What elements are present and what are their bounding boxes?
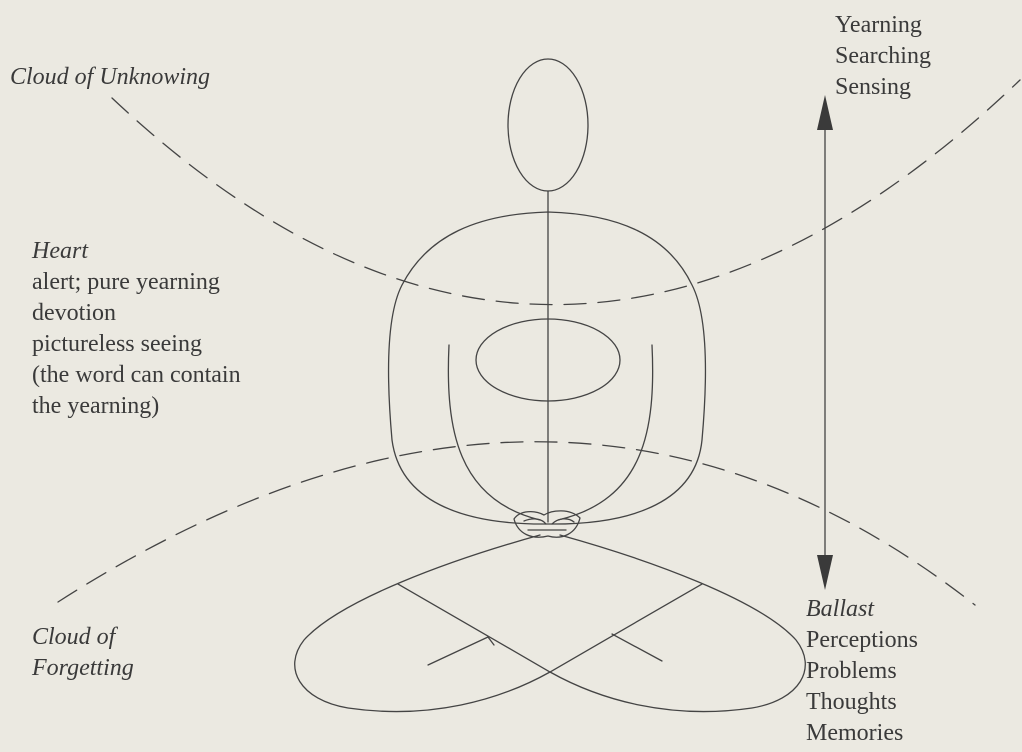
arrow-down-head [817,555,833,590]
ballast-title: Ballast [806,594,918,625]
heart-line: alert; pure yearning [32,267,241,298]
ballast-item: Thoughts [806,687,918,718]
upward-qualities-block: Yearning Searching Sensing [835,10,931,103]
heart-line: the yearning) [32,391,241,422]
left-foot [428,637,494,665]
legs-crossing [398,584,702,672]
torso-outline [389,212,706,524]
ballast-item: Perceptions [806,625,918,656]
head-outline [508,59,588,191]
heart-line: devotion [32,298,241,329]
heart-line: pictureless seeing [32,329,241,360]
arrow-up-head [817,95,833,130]
upward-quality: Searching [835,41,931,72]
upward-quality: Yearning [835,10,931,41]
heart-line: (the word can contain [32,360,241,391]
cloud-of-forgetting-label: Cloud of Forgetting [32,622,134,684]
cloud-of-unknowing-arc [112,80,1020,305]
upward-quality: Sensing [835,72,931,103]
ballast-block: Ballast Perceptions Problems Thoughts Me… [806,594,918,749]
heart-title: Heart [32,236,241,267]
cloud-of-forgetting-line: Cloud of [32,622,134,653]
right-arm-line [558,345,653,520]
heart-text-block: Heart alert; pure yearning devotion pict… [32,236,241,422]
left-arm-line [448,345,540,520]
ballast-item: Problems [806,656,918,687]
cloud-of-forgetting-line: Forgetting [32,653,134,684]
legs-outline [295,535,806,712]
cloud-of-unknowing-label: Cloud of Unknowing [10,62,210,93]
ballast-item: Memories [806,718,918,749]
right-foot [612,634,662,661]
